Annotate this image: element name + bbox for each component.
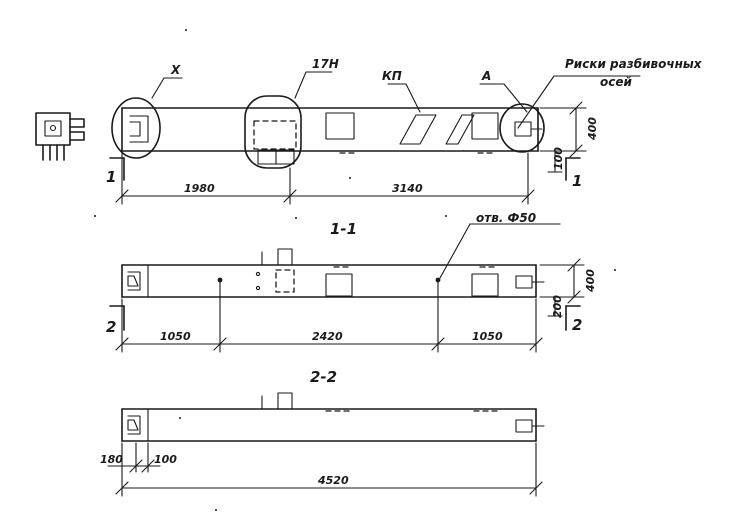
callout-a-label: А	[481, 69, 491, 83]
section-2-dim-total: 4520	[317, 474, 349, 487]
callout-circle-17n	[244, 95, 302, 169]
callout-circle-x	[111, 97, 161, 159]
section-1-dim-left: 1050	[160, 330, 191, 343]
section-1-dim-right: 1050	[472, 330, 503, 343]
section-1-dim-mid: 2420	[312, 330, 343, 343]
note-line-2: осей	[600, 75, 632, 89]
hole-note: отв. Ф50	[476, 211, 536, 225]
cut-2-left: 2	[106, 318, 116, 336]
node-detail	[35, 112, 85, 161]
section-1-view	[121, 248, 545, 298]
cut-1-right: 1	[572, 172, 582, 190]
section-1-height-dim: 400	[584, 269, 597, 293]
cut-2-right: 2	[572, 316, 582, 334]
section-2-view	[121, 392, 545, 442]
plan-dim-left: 1980	[184, 182, 215, 195]
callout-x-label: X	[170, 63, 181, 77]
section-2-dims	[107, 442, 543, 497]
cut-1-left: 1	[106, 168, 116, 186]
plan-dim-vertical	[539, 101, 587, 173]
section-1-title: 1-1	[330, 220, 357, 238]
plan-height-dim: 400	[586, 117, 599, 141]
plan-dim-right: 3140	[392, 182, 423, 195]
callout-17n-label: 17Н	[312, 57, 339, 71]
plan-offset-dim: 100	[552, 147, 565, 170]
section-2-title: 2-2	[310, 368, 337, 386]
callout-kp-label: КП	[382, 69, 402, 83]
section-1-offset-dim: 200	[551, 295, 564, 318]
section-1-dim-horizontal	[115, 281, 543, 353]
cut-mark-1	[109, 157, 581, 181]
plan-dim-horizontal	[115, 152, 535, 205]
section-2-dim-a: 180	[100, 453, 123, 466]
section-2-dim-b: 100	[154, 453, 177, 466]
note-line-1: Риски разбивочных	[565, 57, 703, 71]
callout-circle-a	[499, 103, 545, 153]
cut-mark-2	[109, 305, 581, 331]
section-1-dim-vertical	[539, 258, 585, 317]
plan-view	[121, 107, 543, 165]
